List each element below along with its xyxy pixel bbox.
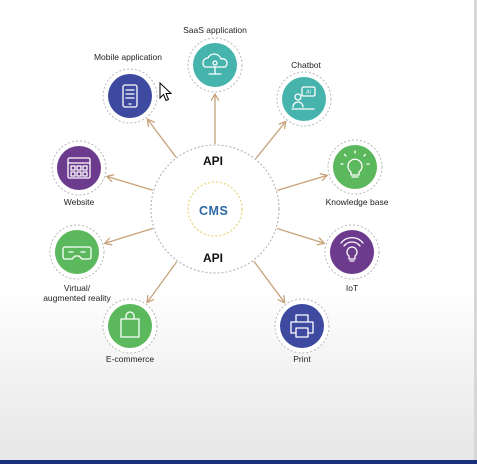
node-circle-print — [280, 304, 324, 348]
api-label-bottom: API — [203, 251, 224, 265]
vr-headset-icon — [62, 246, 92, 260]
node-print — [274, 298, 330, 354]
svg-text:AI: AI — [306, 90, 311, 96]
browser-grid-icon — [67, 157, 91, 179]
node-ecommerce — [102, 298, 158, 354]
node-label-chatbot: Chatbot — [291, 60, 321, 70]
connector-arrow-chatbot — [255, 122, 285, 159]
node-chatbot: AI — [276, 71, 332, 127]
node-iot — [324, 224, 380, 280]
node-mobile — [102, 68, 158, 124]
node-label-saas: SaaS application — [183, 25, 247, 35]
node-vr — [49, 224, 105, 280]
iot-bulb-icon — [340, 237, 364, 262]
shopping-bag-icon — [120, 311, 140, 338]
lightbulb-icon — [340, 150, 370, 178]
connector-arrow-vr — [106, 227, 154, 243]
cloud-monitor-icon — [202, 53, 228, 75]
connector-arrow-knowledge — [277, 176, 326, 191]
printer-icon — [290, 314, 314, 338]
node-label-ecommerce: E-commerce — [105, 354, 155, 364]
node-circle-chatbot — [282, 77, 326, 121]
mobile-phone-icon — [122, 84, 138, 108]
node-label-print: Print — [293, 354, 311, 364]
taskbar-strip — [0, 460, 477, 464]
node-knowledge — [327, 139, 383, 195]
connector-arrow-mobile — [148, 120, 177, 158]
node-circle-knowledge — [333, 145, 377, 189]
node-label-iot: IoT — [345, 283, 359, 293]
cms-label: CMS — [199, 204, 229, 218]
node-circle-website — [57, 146, 101, 190]
ai-chat-icon: AI — [291, 86, 316, 110]
node-label-website: Website — [63, 197, 95, 207]
mouse-cursor-icon — [159, 82, 173, 102]
node-label-mobile: Mobile application — [93, 52, 163, 62]
cms-ring — [187, 181, 243, 237]
node-circle-vr — [55, 230, 99, 274]
node-website — [51, 140, 107, 196]
node-saas — [187, 37, 243, 93]
api-label-top: API — [203, 154, 224, 168]
connector-arrow-website — [108, 177, 153, 191]
node-circle-ecommerce — [108, 304, 152, 348]
connector-arrow-print — [253, 260, 284, 302]
node-circle-iot — [330, 230, 374, 274]
connector-arrow-ecommerce — [148, 261, 178, 302]
node-circle-mobile — [108, 74, 152, 118]
node-label-vr: Virtual/ augmented reality — [43, 283, 111, 303]
connector-arrow-iot — [276, 227, 323, 243]
window-edge — [474, 0, 477, 464]
node-label-knowledge: Knowledge base — [325, 197, 389, 207]
